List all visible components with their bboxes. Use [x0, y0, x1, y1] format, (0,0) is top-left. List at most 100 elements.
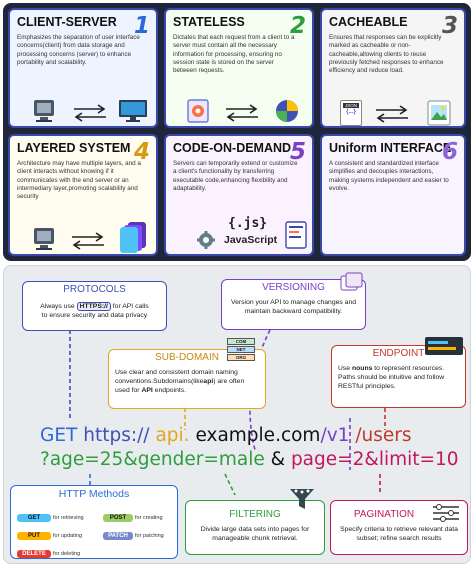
sliders-icon	[433, 504, 459, 522]
method-delete-badge: DELETE	[17, 550, 51, 558]
protocols-post: for API calls	[112, 303, 149, 310]
protocols-pre: Always use	[40, 303, 75, 310]
exchange-arrows-icon	[74, 104, 106, 122]
exchange-arrows-icon	[376, 105, 408, 123]
protocols-line2: to ensure security and data privacy	[41, 312, 148, 320]
rest-principles-panel: CLIENT-SERVER 1 Emphasizes the separatio…	[3, 3, 471, 261]
card-code-on-demand: CODE-ON-DEMAND 5 Servers can temporarily…	[164, 134, 314, 256]
server-icon	[34, 228, 54, 250]
method-put-badge: PUT	[17, 532, 51, 540]
sub-domain-text: Use clear and consistent domain naming c…	[115, 368, 259, 396]
url-ampersand: &	[270, 449, 286, 470]
domain-stack-icon: COM NET ORG	[227, 338, 255, 361]
method-post-desc: for creating	[135, 515, 163, 521]
client-monitor-icon	[119, 100, 147, 122]
url-version: /v1	[320, 425, 350, 446]
code-label: {...}	[346, 109, 356, 115]
json-file-icon: JSON {...}	[340, 100, 362, 126]
card-number: 6	[441, 139, 458, 165]
card-uniform-interface: Uniform INTERFACE 6 A consistent and sta…	[320, 134, 466, 256]
versioning-box: VERSIONING Version your API to manage ch…	[221, 272, 366, 330]
https-chip: HTTPS://	[76, 302, 111, 311]
domain-net: NET	[227, 346, 255, 353]
card-number: 1	[133, 13, 150, 39]
server-icon	[34, 100, 54, 122]
url-method: GET	[40, 425, 78, 446]
sub-domain-text2: ) are often used for	[115, 378, 245, 395]
url-line-2: ?age=25&gender=male & page=2&limit=10	[40, 449, 459, 470]
card-cacheable: CACHEABLE 3 Ensures that responses can b…	[320, 8, 466, 128]
http-methods-title: HTTP Methods	[58, 488, 130, 500]
protocols-box: PROTOCOLS Always use HTTPS:// for API ca…	[22, 281, 167, 331]
sub-domain-bold1: api	[203, 378, 214, 386]
card-description: A consistent and standardized interface …	[329, 160, 449, 192]
endpoint-box: ENDPOINT Use nouns to represent resource…	[331, 337, 466, 408]
card-number: 5	[289, 139, 306, 165]
sub-domain-text3: endpoints.	[154, 387, 187, 395]
sub-domain-box: SUB-DOMAIN Use clear and consistent doma…	[108, 338, 266, 409]
globe-icon	[276, 100, 298, 122]
domain-org: ORG	[227, 354, 255, 361]
gear-icon	[197, 231, 215, 249]
card-title: CLIENT-SERVER	[17, 15, 117, 29]
method-patch-badge: PATCH	[103, 532, 133, 540]
sub-domain-title: SUB-DOMAIN	[155, 352, 219, 363]
versioning-text: Version your API to manage changes and m…	[230, 299, 357, 316]
js-code-icon: {.js}	[228, 216, 268, 231]
endpoint-icon	[425, 337, 463, 355]
url-line-1: GET https:// api. example.com/v1 /users	[40, 425, 412, 446]
json-label: JSON	[343, 103, 359, 108]
filtering-text: Divide large data sets into pages for ma…	[200, 526, 310, 543]
card-title: CACHEABLE	[329, 15, 408, 29]
card-client-server: CLIENT-SERVER 1 Emphasizes the separatio…	[8, 8, 158, 128]
pagination-title: PAGINATION	[353, 509, 415, 520]
filtering-box: FILTERING Divide large data sets into pa…	[185, 489, 325, 555]
versioning-icon	[340, 272, 363, 291]
exchange-arrows-icon	[72, 232, 104, 250]
card-title: LAYERED SYSTEM	[17, 141, 131, 155]
endpoint-text: Use nouns to represent resources. Paths …	[338, 364, 459, 392]
card-description: Emphasizes the separation of user interf…	[17, 34, 140, 66]
card-description: Architecture may have multiple layers, a…	[17, 160, 141, 201]
method-put-desc: for updating	[53, 533, 83, 539]
javascript-label: JavaScript	[224, 234, 278, 246]
pagination-box: PAGINATION Specify criteria to retrieve …	[330, 500, 468, 555]
url-pagination-query: page=2&limit=10	[290, 449, 459, 470]
card-description: Ensures that responses can be explicitly…	[329, 34, 444, 75]
endpoint-title: ENDPOINT	[372, 348, 425, 359]
card-layered-system: LAYERED SYSTEM 4 Architecture may have m…	[8, 134, 158, 256]
sub-domain-bold2: API	[141, 387, 153, 395]
layers-icon	[120, 222, 146, 253]
filtering-title: FILTERING	[229, 509, 281, 520]
pagination-text: Specify criteria to retrieve relevant da…	[340, 526, 458, 543]
protocols-title: PROTOCOLS	[63, 284, 126, 295]
code-window-icon	[285, 221, 307, 249]
card-stateless: STATELESS 2 Dictates that each request f…	[164, 8, 314, 128]
url-filter-query: ?age=25&gender=male	[40, 449, 265, 470]
endpoint-pre: Use	[338, 365, 351, 372]
versioning-title: VERSIONING	[262, 282, 325, 293]
url-endpoint: /users	[355, 425, 412, 446]
domain-com: COM	[227, 338, 255, 345]
card-number: 3	[441, 13, 458, 39]
protocols-text: Always use HTTPS:// for API calls to ens…	[29, 302, 160, 320]
method-patch-desc: for patching	[135, 533, 164, 539]
method-get-desc: for retrieving	[53, 515, 84, 521]
method-post-badge: POST	[103, 514, 133, 522]
card-title: STATELESS	[173, 15, 245, 29]
url-protocol: https://	[83, 425, 150, 446]
image-file-icon	[427, 100, 451, 126]
card-number: 4	[133, 139, 150, 165]
settings-document-icon	[187, 99, 209, 123]
card-title: Uniform INTERFACE	[329, 141, 452, 155]
card-description: Dictates that each request from a client…	[173, 34, 295, 75]
card-description: Servers can temporarily extend or custom…	[173, 160, 298, 192]
exchange-arrows-icon	[226, 104, 258, 122]
endpoint-post: to represent resources. Paths should be …	[338, 365, 445, 391]
